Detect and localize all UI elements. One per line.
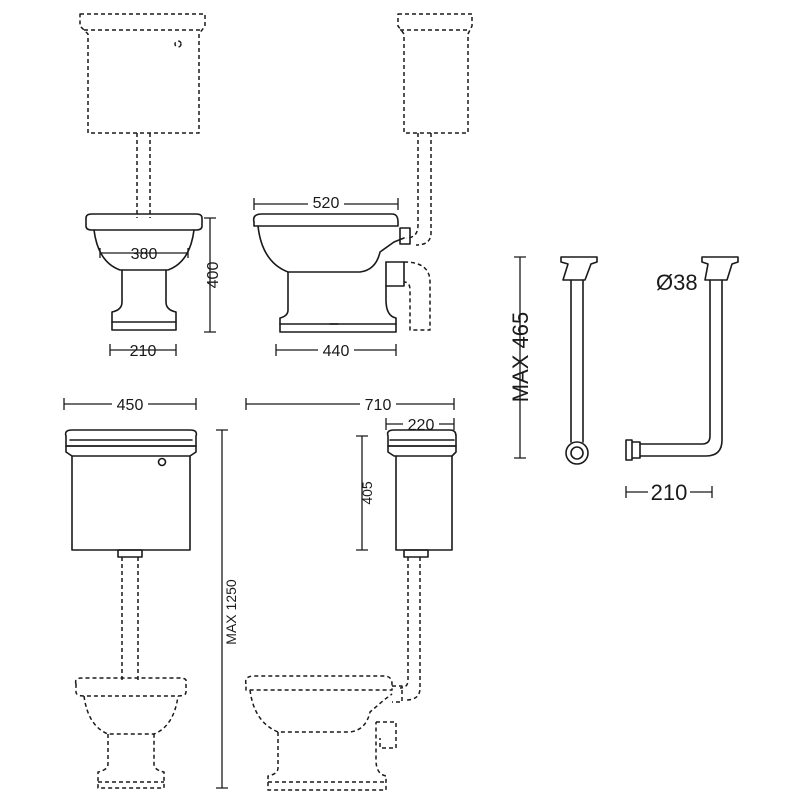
side-view-high-level: 710 220 405 [244,395,457,791]
front-view-low-level: 380 400 210 [79,13,222,360]
side-outlet-dashed [403,261,431,331]
dim-line-400 [204,217,216,333]
dim-line-380 [99,248,189,258]
dim-line-210-front [109,344,177,356]
side-flush-pipe-dashed [405,133,432,246]
high-side-pan-dashed [244,675,403,791]
dim-label-210-front: 210 [130,343,157,360]
pan-bowl [93,229,195,271]
high-flush-pipe-dashed [121,557,139,680]
dim-label-210-pipe: 210 [651,480,688,505]
dim-label-max-1250: MAX 1250 [223,579,239,645]
dim-label-bg-440 [318,341,354,357]
dim-label-bg-450 [112,395,148,411]
front-view-high-level: 450 MAX 1250 [63,395,239,789]
high-pan-dashed [74,677,188,789]
high-cistern [64,429,198,558]
dim-line-710 [245,398,455,410]
dim-label-710: 710 [365,397,392,414]
flush-pipe-dashed [136,133,151,218]
straight-flush-pipe [560,256,598,465]
bent-flush-pipe [625,256,739,461]
dim-label-bg-520 [308,194,344,210]
pan-rim [85,213,203,231]
dim-label-max-465: MAX 465 [508,312,533,403]
dim-line-max-465 [514,256,526,459]
dim-label-400: 400 [205,262,222,289]
cistern-dashed [79,13,206,134]
dim-label-450: 450 [117,397,144,414]
high-side-flush-pipe-dashed [399,557,421,701]
high-side-cistern [386,429,457,558]
side-cistern-dashed [397,13,473,134]
dim-line-405 [356,435,368,551]
side-inlet [399,227,411,245]
dim-label-380: 380 [131,246,158,263]
side-view-low-level: 520 440 [252,13,473,360]
side-pan-bowl [257,225,405,273]
dim-label-diameter: Ø38 [656,270,698,295]
dim-line-max-1250 [216,429,228,789]
dim-label-440: 440 [323,343,350,360]
side-outlet [385,261,405,287]
pan-pedestal [111,269,177,331]
side-pan-rim [252,213,399,227]
dim-label-520: 520 [313,195,340,212]
dim-label-bg-220 [403,415,439,431]
dim-label-bg-210-pipe [648,482,690,502]
side-pedestal [279,261,397,333]
dim-label-220: 220 [408,417,435,434]
flush-pipe-details: MAX 465 Ø38 210 [508,256,739,505]
dim-label-405: 405 [359,481,375,505]
dim-label-bg-710 [360,395,396,411]
